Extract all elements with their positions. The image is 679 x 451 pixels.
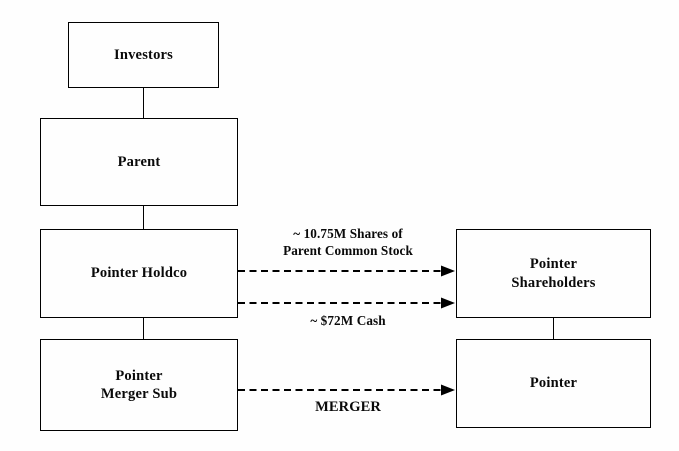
connector-pointer-holdco-to-merger-sub xyxy=(142,317,145,339)
node-pointer-label: Pointer xyxy=(529,375,578,392)
node-pointer-holdco[interactable]: Pointer Holdco xyxy=(40,229,238,318)
node-parent[interactable]: Parent xyxy=(40,118,238,206)
connector-shareholders-to-pointer xyxy=(552,317,555,339)
connector-investors-to-parent xyxy=(142,87,145,118)
node-investors[interactable]: Investors xyxy=(68,22,219,88)
node-pointer[interactable]: Pointer xyxy=(456,339,651,428)
node-pointer-merger-sub[interactable]: Pointer Merger Sub xyxy=(40,339,238,431)
node-pointer-shareholders[interactable]: Pointer Shareholders xyxy=(456,229,651,318)
arrow-cash-to-shareholders xyxy=(238,297,455,309)
arrow-merger-to-pointer xyxy=(238,384,455,396)
edge-label-cash: ~ $72M Cash xyxy=(310,313,386,328)
node-parent-label: Parent xyxy=(117,153,161,170)
arrow-shares-to-shareholders xyxy=(238,265,455,277)
connector-parent-to-pointer-holdco xyxy=(142,205,145,229)
node-pointer-shareholders-label: Pointer Shareholders xyxy=(511,256,596,291)
edge-label-merger: MERGER xyxy=(315,399,381,415)
edge-label-shares: ~ 10.75M Shares of Parent Common Stock xyxy=(283,226,413,258)
node-pointer-merger-sub-label: Pointer Merger Sub xyxy=(100,367,178,402)
node-investors-label: Investors xyxy=(114,46,173,63)
node-pointer-holdco-label: Pointer Holdco xyxy=(90,265,188,282)
